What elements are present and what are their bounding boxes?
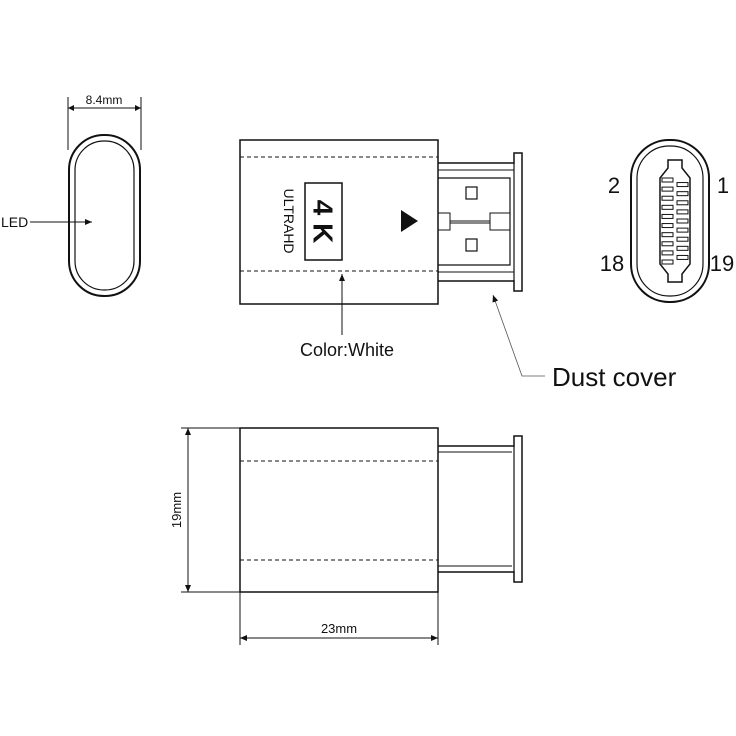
- pin-contact: [661, 241, 674, 247]
- pin-1-label: 1: [717, 173, 729, 198]
- pin-contact: [661, 223, 674, 229]
- led-label: LED: [1, 214, 28, 230]
- height-dimension-label: 19mm: [169, 492, 184, 528]
- badge-4k-text: 4 K: [308, 200, 339, 244]
- pin-contact: [661, 213, 674, 219]
- pin-2-label: 2: [608, 173, 620, 198]
- pin-contact: [676, 227, 689, 233]
- width-dimension-label: 8.4mm: [86, 93, 123, 107]
- pin-contact: [676, 182, 689, 188]
- pin-contact: [676, 191, 689, 197]
- pin-contact: [676, 200, 689, 206]
- direction-triangle-icon: [401, 210, 418, 232]
- pin-19-label: 19: [710, 251, 734, 276]
- bottom-dust-cover: [438, 435, 523, 583]
- pin-contact: [676, 218, 689, 224]
- pin-contact: [661, 259, 674, 265]
- pin-contact: [661, 250, 674, 256]
- hdmi-pins: [661, 177, 689, 265]
- dust-cover-callout-line: [492, 294, 545, 377]
- pin-view-outer: [630, 139, 710, 303]
- pin-contact: [676, 245, 689, 251]
- side-view-outer: [68, 134, 141, 297]
- pin-contact: [661, 204, 674, 210]
- ultrahd-text: ULTRAHD: [281, 188, 297, 253]
- pin-contact: [661, 186, 674, 192]
- side-view-inner: [74, 140, 135, 291]
- body-outline: [239, 139, 439, 305]
- pin-view: 2 1 18 19: [600, 139, 734, 303]
- pin-contact: [661, 232, 674, 238]
- pin-contact: [676, 209, 689, 215]
- top-view: 4 K ULTRAHD Color:White Dust cover: [239, 139, 677, 392]
- hdmi-socket-outline: [659, 159, 691, 283]
- pin-contact: [676, 236, 689, 242]
- contact-slot-bottom: [465, 238, 478, 252]
- dust-cover: [438, 152, 523, 292]
- side-view: 8.4mm LED: [1, 93, 142, 297]
- length-dimension-label: 23mm: [321, 621, 357, 636]
- bottom-body-outline: [239, 427, 439, 593]
- pin-view-inner: [636, 145, 704, 297]
- pin-contact: [676, 254, 689, 260]
- badge-4k: [304, 182, 343, 261]
- bottom-view: 19mm 23mm: [169, 427, 523, 645]
- pin-contact: [661, 177, 674, 183]
- color-label: Color:White: [300, 340, 394, 360]
- pin-18-label: 18: [600, 251, 624, 276]
- contact-slot-top: [465, 186, 478, 200]
- dust-cover-label: Dust cover: [552, 362, 677, 392]
- pin-contact: [661, 195, 674, 201]
